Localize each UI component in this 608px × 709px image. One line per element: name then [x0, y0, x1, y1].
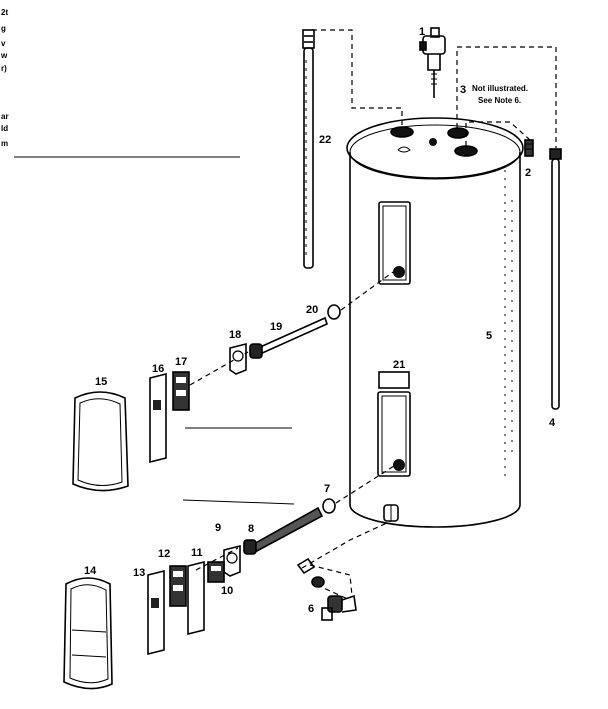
anode-rod: [302, 29, 315, 269]
lower-access-opening: [377, 391, 411, 477]
callout-18: 18: [229, 329, 241, 341]
lower-heating-element: [243, 506, 324, 555]
callout-12: 12: [158, 548, 170, 560]
drain-valve: [296, 557, 357, 621]
callout-6: 6: [308, 603, 314, 615]
upper-heating-element: [249, 316, 328, 359]
callout-4: 4: [549, 417, 556, 429]
nipple: [524, 139, 534, 157]
callout-15: 15: [95, 376, 107, 388]
edge-fragment-5: r): [1, 64, 7, 73]
callout-2: 2: [525, 167, 531, 179]
edge-fragment-6: ar: [1, 112, 9, 121]
callout-3: 3: [460, 84, 466, 96]
upper-thermostat: [172, 371, 190, 411]
callouts: 1 2 3 4 5 6 7 8 9 10 11 12 13 14 15 16 1…: [84, 26, 556, 615]
callout-10: 10: [221, 585, 233, 597]
lower-gasket: [322, 498, 336, 514]
note-line-1: Not illustrated.: [472, 84, 528, 93]
lower-insulation-right: [187, 560, 205, 636]
note-line-2: See Note 6.: [478, 96, 521, 105]
edge-fragment-7: ld: [1, 124, 8, 133]
edge-fragment-8: m: [1, 139, 8, 148]
edge-fragment-2: g: [1, 24, 6, 33]
callout-8: 8: [248, 523, 254, 535]
callout-13: 13: [133, 567, 145, 579]
callout-11: 11: [191, 547, 203, 559]
callout-5: 5: [486, 330, 492, 342]
callout-9: 9: [215, 522, 221, 534]
callout-14: 14: [84, 565, 97, 577]
callout-22: 22: [319, 134, 331, 146]
edge-text-fragments: 2t g v w r) ar ld m: [0, 8, 240, 158]
tank-top: [346, 117, 524, 179]
callout-20: 20: [306, 304, 318, 316]
upper-access-cover: [72, 391, 129, 492]
upper-thermostat-bracket: [229, 342, 247, 375]
callout-17: 17: [175, 356, 187, 368]
callout-7: 7: [324, 483, 330, 495]
edge-fragment-3: v: [1, 39, 6, 48]
lower-insulation: [147, 569, 165, 656]
leader-line-lower: [182, 499, 295, 505]
lower-access-cover: [63, 577, 113, 690]
dip-tube: [549, 148, 562, 410]
tank: [346, 117, 524, 528]
edge-fragment-4: w: [0, 51, 8, 60]
callout-1: 1: [419, 26, 425, 38]
callout-16: 16: [152, 363, 164, 375]
callout-19: 19: [270, 321, 282, 333]
upper-insulation: [149, 372, 167, 464]
label-plate: [378, 371, 410, 389]
relief-valve: [419, 27, 446, 98]
note-part-3: Not illustrated. See Note 6.: [472, 84, 528, 105]
leader-lines: [189, 29, 557, 601]
edge-fragment-1: 2t: [1, 8, 8, 17]
limit-switch: [169, 565, 187, 607]
lower-thermostat: [207, 561, 225, 583]
upper-access-opening: [378, 201, 411, 285]
upper-gasket: [327, 304, 341, 320]
callout-21: 21: [393, 359, 405, 371]
